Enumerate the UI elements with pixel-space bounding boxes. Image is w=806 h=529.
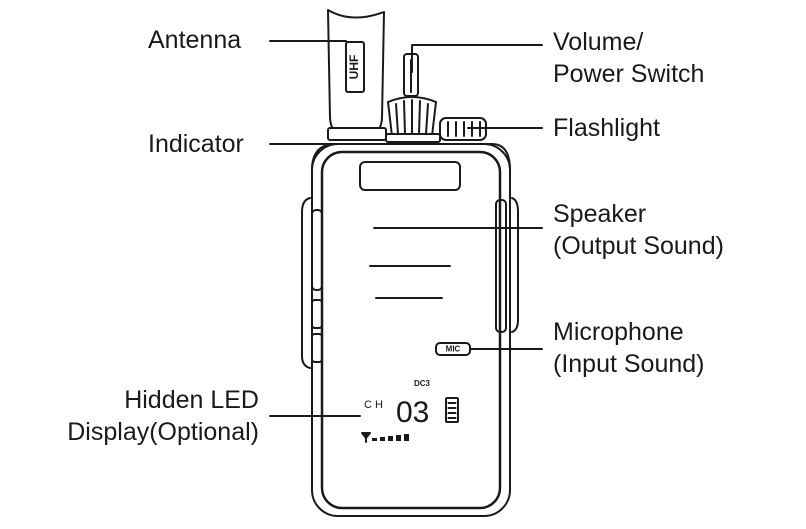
indicator-label: Indicator [148,128,244,160]
radio-body [311,143,511,517]
speaker-label-line2: (Output Sound) [553,232,724,260]
led-display: DC3 CH 03 [361,379,459,443]
display-channel-number: 03 [396,396,429,429]
battery-icon [445,397,459,423]
hidden-led-label-line1: Hidden LED [124,386,259,414]
indicator-window [359,161,461,191]
microphone-label-line2: (Input Sound) [553,350,705,378]
antenna: UHF [327,9,387,141]
hidden-led-display-label: Hidden LED Display(Optional) [67,384,259,448]
speaker-grille [369,227,451,299]
hidden-led-label-line2: Display(Optional) [67,418,259,446]
antenna-band-text: UHF [347,55,361,80]
microphone-badge: MIC [435,342,471,356]
speaker-label-line1: Speaker [553,200,647,228]
display-dcs-code: DC3 [414,379,431,388]
flashlight [439,117,487,141]
speaker-label: Speaker (Output Sound) [553,198,724,262]
mic-text: MIC [446,345,461,354]
indicator-label-text: Indicator [148,130,244,158]
signal-icon [361,432,409,443]
antenna-label: Antenna [148,24,241,56]
volume-label-line1: Volume/ [553,28,644,56]
display-ch-label: CH [364,399,386,411]
side-buttons [301,197,519,369]
leader-lines [269,40,543,417]
flashlight-label-text: Flashlight [553,114,660,142]
volume-power-switch-label: Volume/ Power Switch [553,26,704,90]
volume-leader [411,44,543,73]
microphone-label: Microphone (Input Sound) [553,316,705,380]
volume-label-line2: Power Switch [553,60,705,88]
flashlight-label: Flashlight [553,112,660,144]
radio-front-panel [320,150,502,510]
antenna-label-text: Antenna [148,26,242,54]
microphone-label-line1: Microphone [553,318,684,346]
